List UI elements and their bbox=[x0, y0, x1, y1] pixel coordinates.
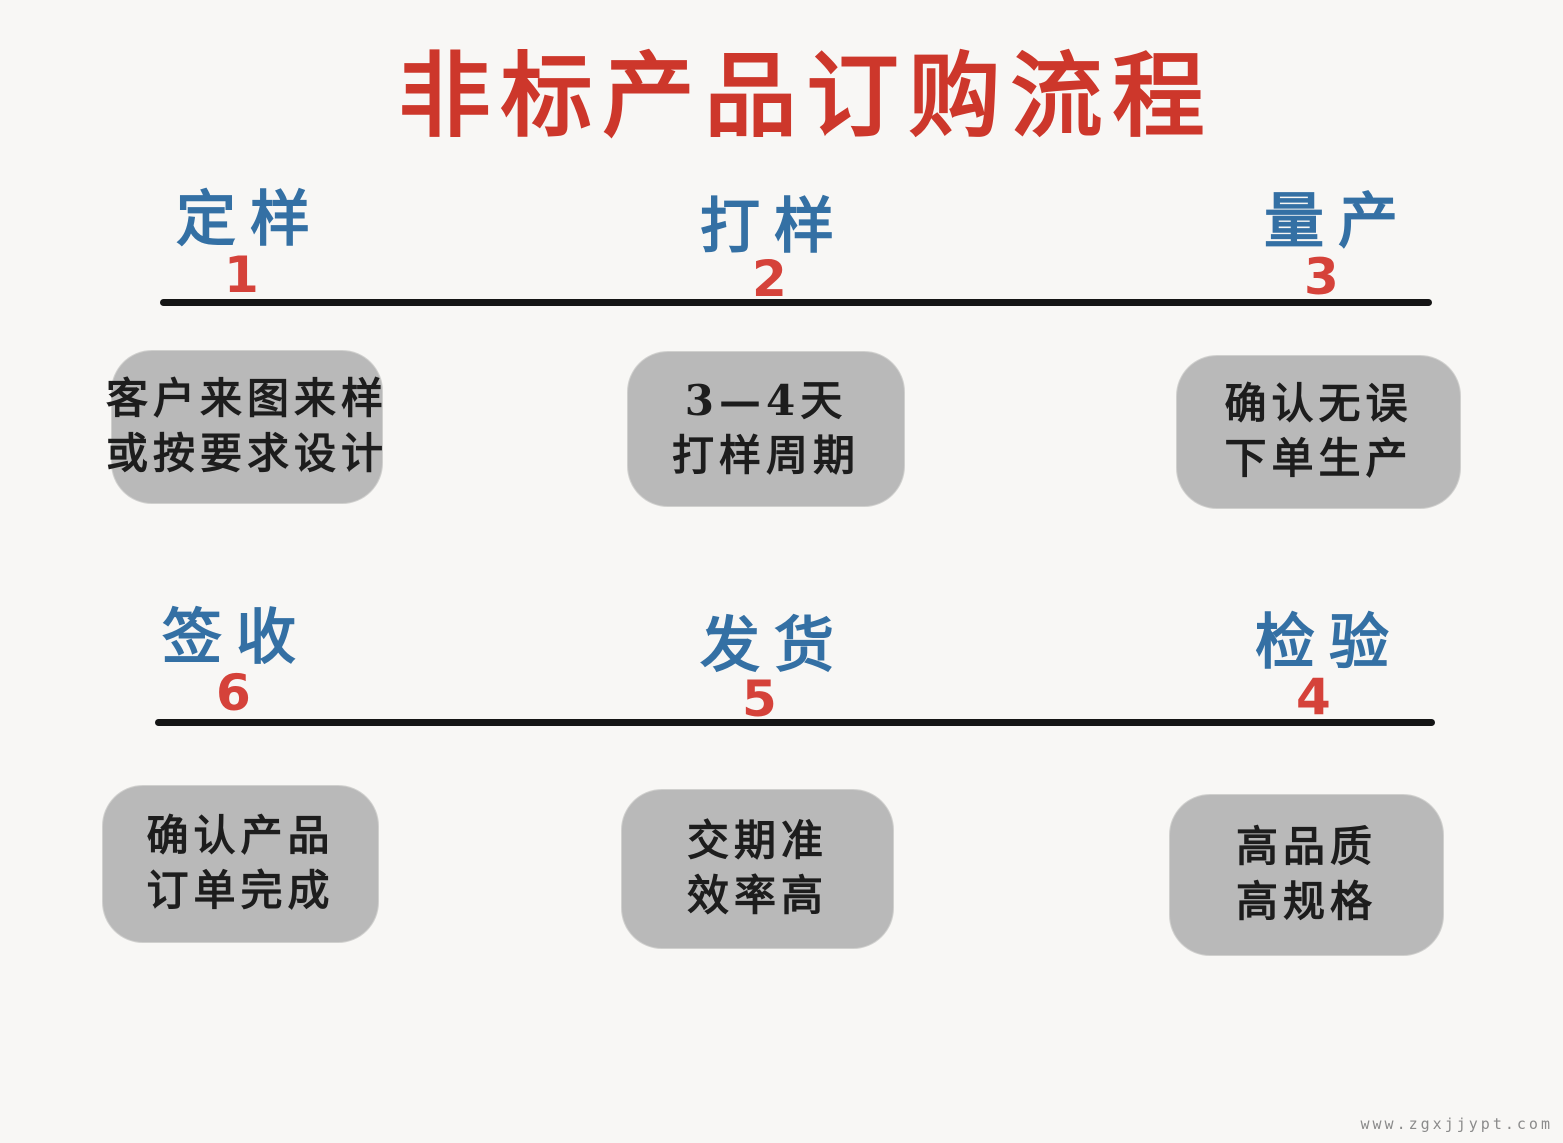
box-text-line: 3—4天 bbox=[684, 376, 848, 426]
flow-box-step5: 交期准 效率高 bbox=[622, 790, 893, 948]
box-text-line: 订单完成 bbox=[146, 866, 335, 915]
stage-number-2: 2 bbox=[752, 250, 787, 308]
stage-number-3: 3 bbox=[1304, 248, 1339, 306]
box-text-line: 交期准 bbox=[686, 816, 828, 866]
box-text-line: 高规格 bbox=[1235, 877, 1377, 926]
stage-label-jianyan: 检验 bbox=[1255, 608, 1403, 678]
page-title: 非标产品订购流程 bbox=[398, 42, 1215, 150]
box-text-line: 确认无误 bbox=[1224, 379, 1413, 429]
flow-box-step1: 客户来图来样 或按要求设计 bbox=[106, 351, 383, 503]
box-text-line: 下单生产 bbox=[1224, 434, 1413, 483]
flow-box-step2: 3—4天 打样周期 bbox=[628, 352, 904, 506]
box-text-line: 或按要求设计 bbox=[106, 429, 389, 478]
timeline-row1 bbox=[160, 299, 1432, 306]
stage-number-4: 4 bbox=[1296, 668, 1331, 726]
flow-box-step3: 确认无误 下单生产 bbox=[1177, 356, 1460, 508]
stage-number-1: 1 bbox=[224, 246, 259, 304]
stage-label-dingyang: 定样 bbox=[176, 185, 324, 255]
stage-label-dayang: 打样 bbox=[700, 192, 848, 262]
flow-box-step6: 确认产品 订单完成 bbox=[103, 786, 378, 942]
timeline-row2 bbox=[155, 719, 1435, 726]
box-text-line: 客户来图来样 bbox=[106, 374, 389, 424]
box-text-line: 高品质 bbox=[1235, 822, 1377, 872]
flow-box-step4: 高品质 高规格 bbox=[1170, 795, 1443, 955]
stage-number-6: 6 bbox=[216, 664, 251, 722]
stage-number-5: 5 bbox=[742, 670, 777, 728]
watermark-url: www.zgxjjypt.com bbox=[1360, 1115, 1553, 1133]
box-text-line: 效率高 bbox=[686, 871, 828, 920]
stage-label-fahuo: 发货 bbox=[700, 611, 848, 681]
box-text-line: 打样周期 bbox=[671, 431, 860, 480]
stage-label-liangchan: 量产 bbox=[1264, 187, 1412, 257]
stage-label-qianshou: 签收 bbox=[162, 603, 310, 673]
box-text-line: 确认产品 bbox=[146, 811, 335, 861]
